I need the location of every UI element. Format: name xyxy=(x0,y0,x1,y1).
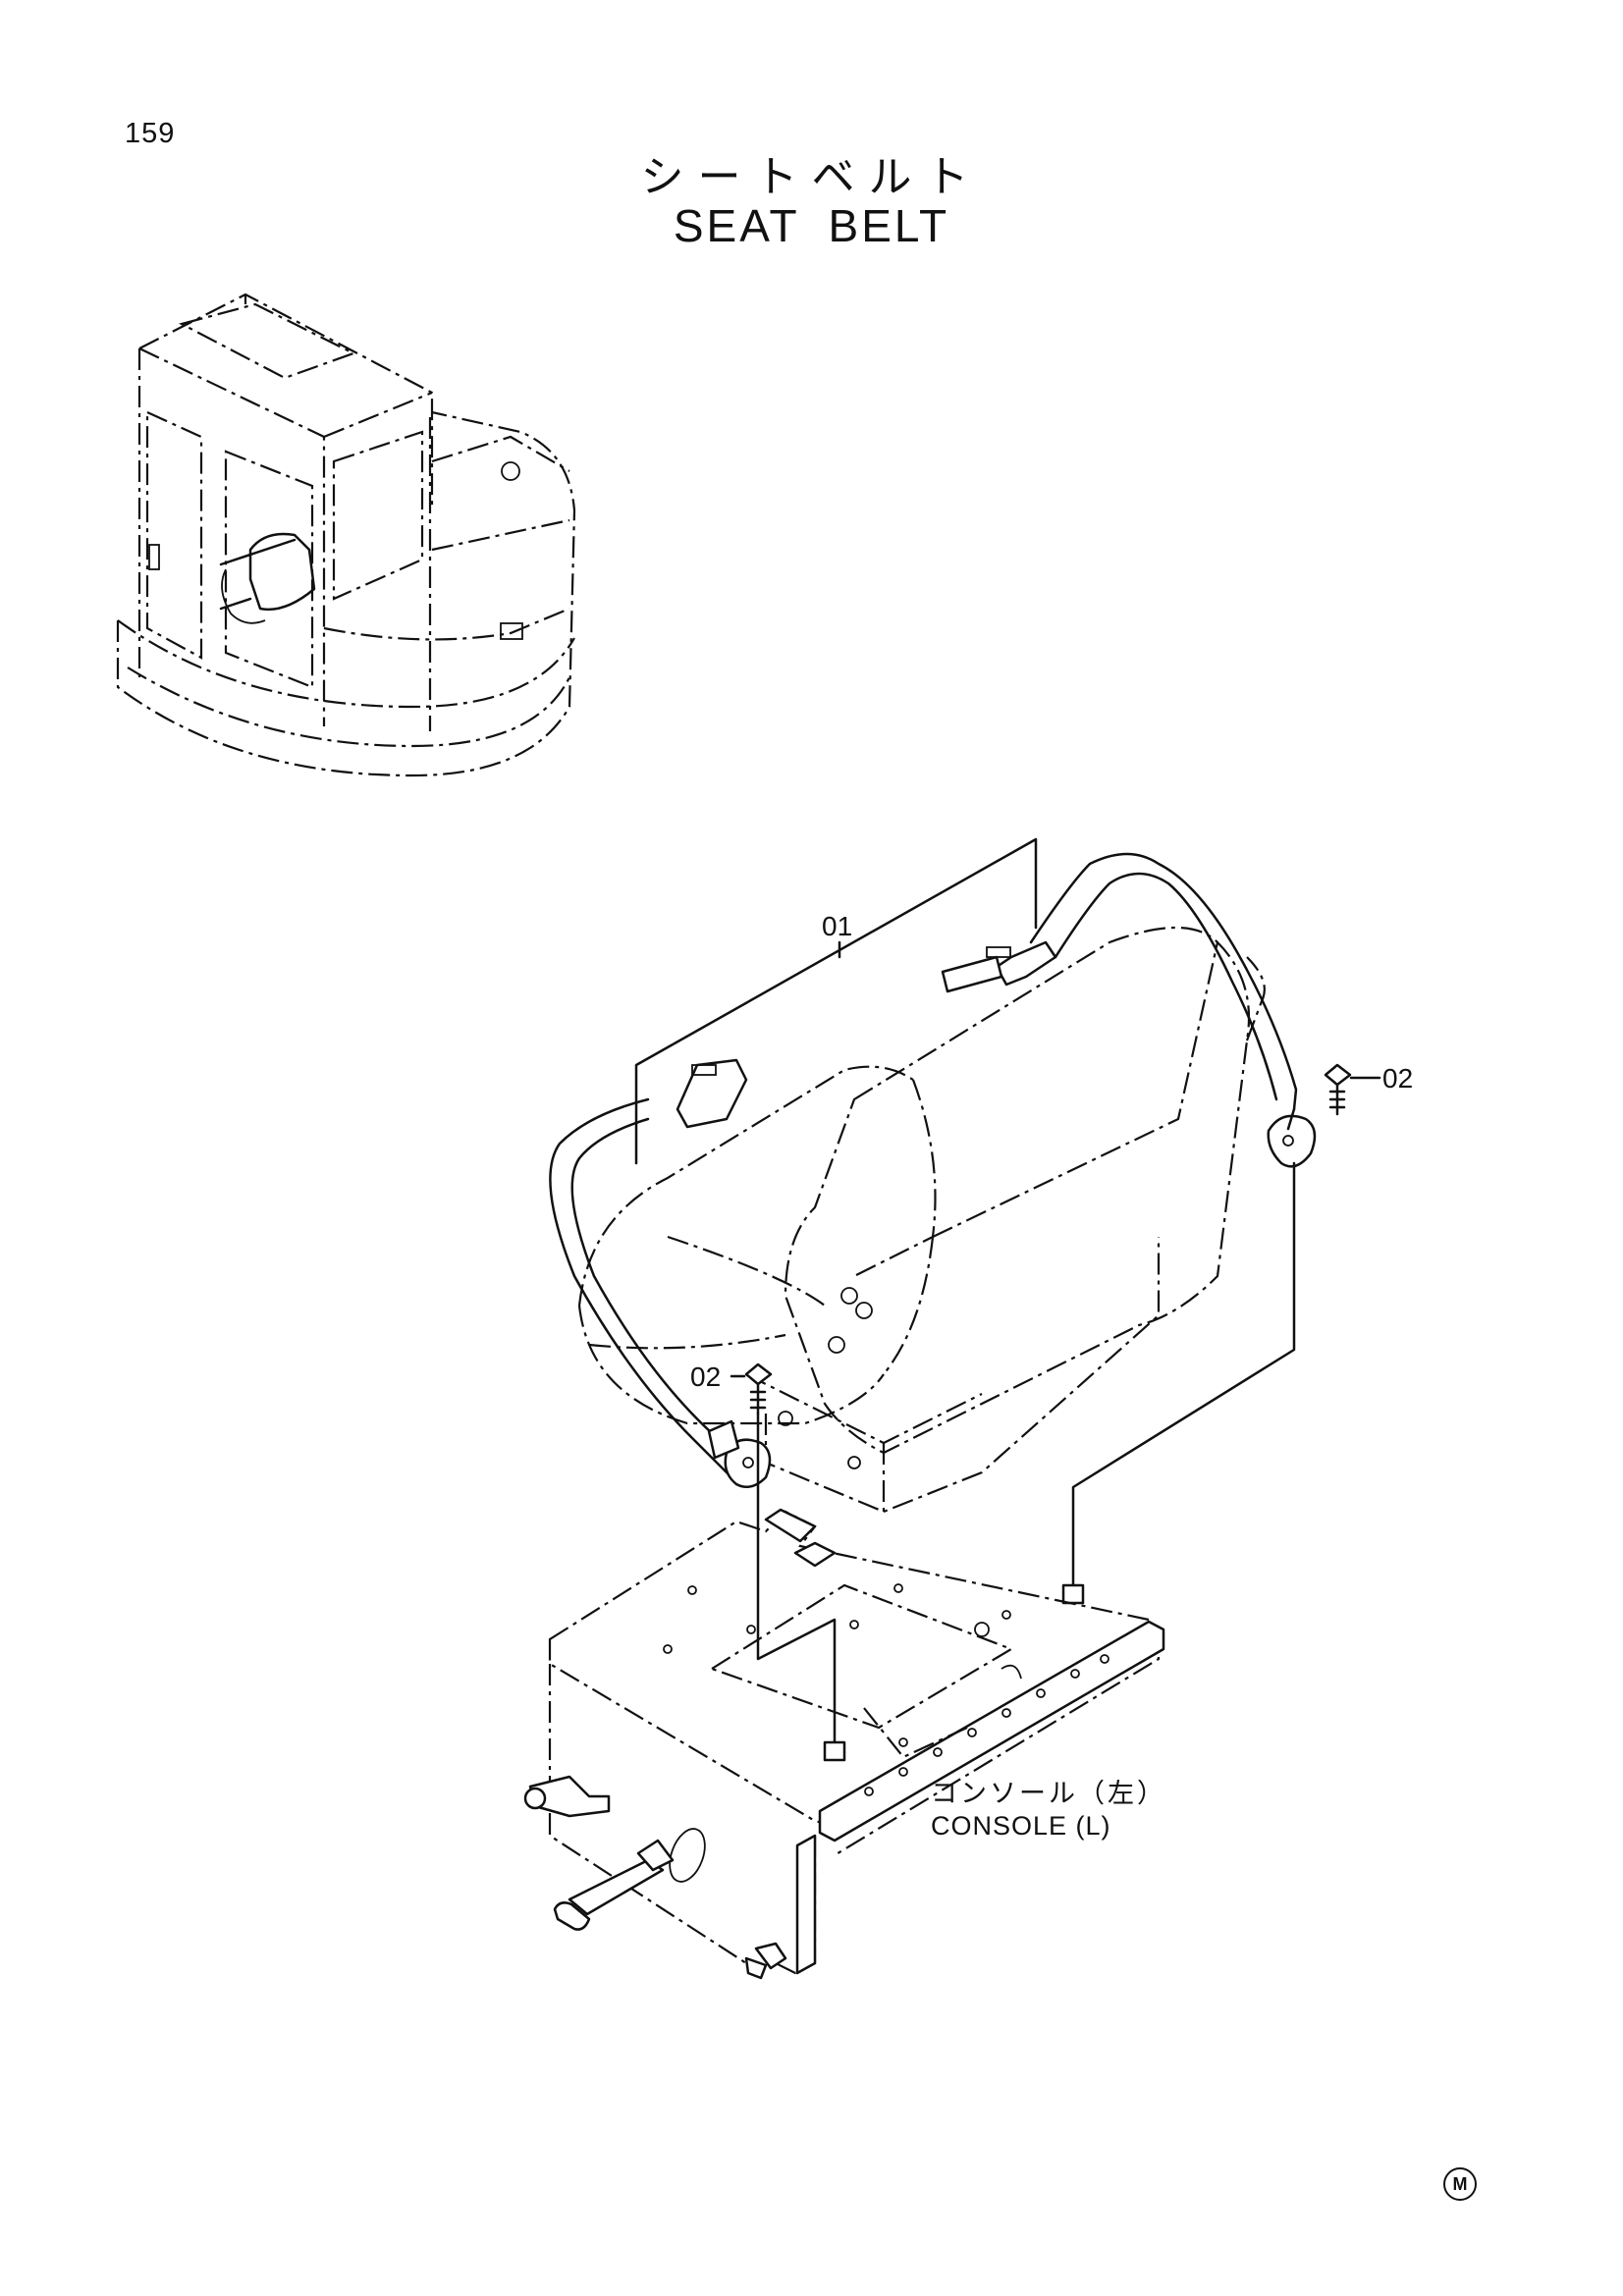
seat-illustration xyxy=(549,852,1381,1762)
callout-02-right: 02 xyxy=(1382,1063,1414,1094)
machine-overview-illustration xyxy=(116,293,576,777)
page-title-jp: シートベルト xyxy=(640,152,983,202)
console-label: CONSOLE (L) xyxy=(931,1811,1111,1841)
callout-01: 01 xyxy=(822,911,853,941)
page-number: 159 xyxy=(125,118,176,149)
assembly-bracket-01 xyxy=(634,837,1038,1165)
console-illustration xyxy=(523,1508,1165,1980)
revision-mark: M xyxy=(1443,2167,1477,2201)
callout-02-left: 02 xyxy=(690,1362,722,1392)
console-label-jp: コンソール（左） xyxy=(931,1779,1166,1809)
page-title: SEAT BELT xyxy=(673,200,950,251)
